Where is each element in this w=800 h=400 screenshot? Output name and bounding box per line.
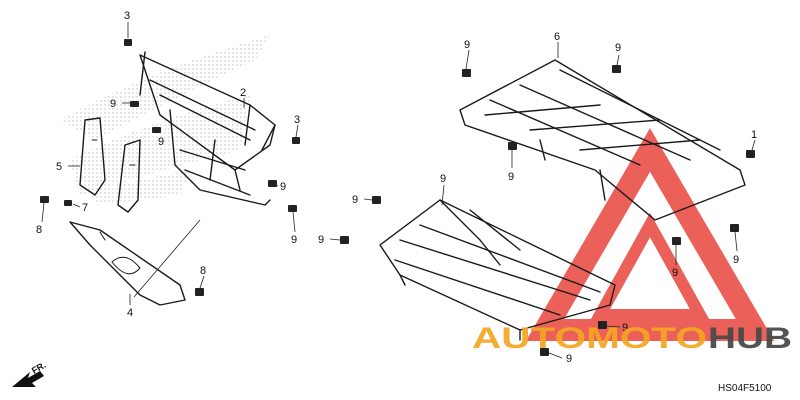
front-label: FR.: [30, 360, 48, 376]
diagram-code: HS04F5100: [718, 383, 772, 394]
callout-5: 5: [56, 161, 62, 173]
watermark-triangle-inner: [589, 212, 711, 321]
watermark-brand-right: HUB: [708, 322, 792, 355]
watermark-triangle-outer: [525, 128, 775, 341]
callout-8-left: 8: [36, 224, 42, 236]
callout-2: 2: [240, 87, 246, 99]
callout-9-mid-lower: 9: [318, 234, 324, 246]
callout-9-rack-bottom: 9: [566, 353, 572, 365]
callout-9-bracket-upper: 9: [110, 98, 116, 110]
front-arrow-icon: FR.: [12, 360, 48, 387]
part-skid-plate: [69, 221, 186, 306]
watermark-brand: AUTOMOTO HUB: [472, 322, 792, 355]
watermark-brand-left: AUTOMOTO: [472, 322, 707, 355]
watermark-triangle-icon: [525, 128, 775, 341]
callout-9-front-lower: 9: [291, 234, 297, 246]
part-rear-carrier: [459, 59, 746, 221]
callout-9-rear-left-under: 9: [508, 171, 514, 183]
callout-9-bracket-lower: 9: [158, 136, 164, 148]
part-lower-rack: [379, 199, 616, 341]
callout-4: 4: [127, 307, 133, 319]
callout-9-rear-left-top: 9: [464, 39, 470, 51]
callout-9-mid-upper: 9: [352, 194, 358, 206]
leader-lines: [41, 22, 756, 359]
callout-9-rear-mid-top: 9: [615, 42, 621, 54]
callout-3-right: 3: [294, 114, 300, 126]
part-front-carrier: [139, 51, 276, 206]
callout-7: 7: [82, 202, 88, 214]
callout-9-rear-right: 1: [751, 129, 757, 141]
callout-3-top: 3: [124, 10, 130, 22]
callout-labels: 3 2 9 9 3 5 7 8 9 9 4 8 9 9 9 6 9 9 9 1 …: [36, 10, 757, 365]
callout-1: 9: [440, 173, 446, 185]
background-wing-emblem: [60, 35, 270, 205]
part-bracket-set: [79, 117, 141, 213]
callout-9-front-right: 9: [280, 181, 286, 193]
callout-9-rack-right: 9: [622, 322, 628, 334]
callout-9-rear-bottom-left: 9: [672, 267, 678, 279]
callout-6: 6: [554, 31, 560, 43]
callout-9-rear-bottom-right: 9: [733, 254, 739, 266]
callout-8-right: 8: [200, 265, 206, 277]
bolt-icon: [40, 39, 755, 356]
